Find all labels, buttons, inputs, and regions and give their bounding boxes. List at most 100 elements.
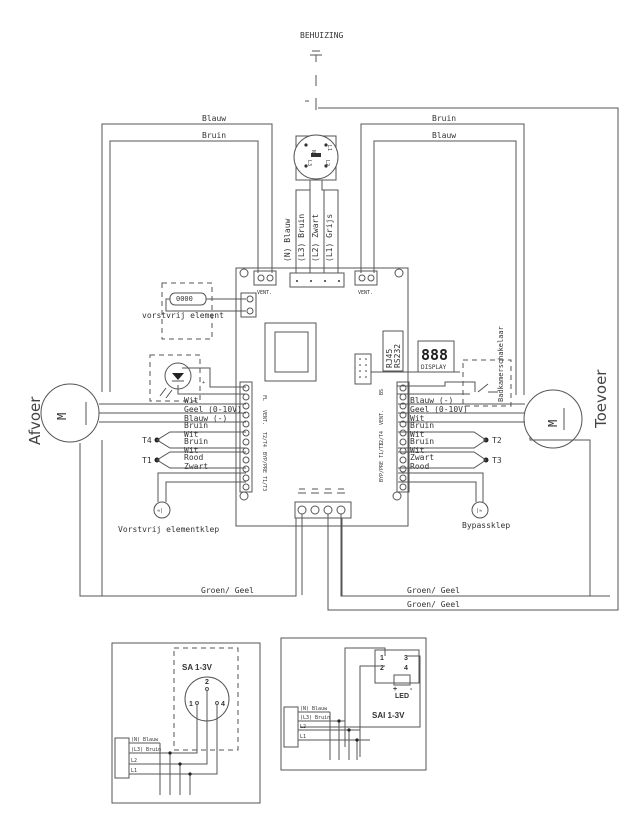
display: 888 DISPLAY [417,340,455,373]
right-wire-label: Rood [410,462,429,471]
sa-pin-2: 2 [205,679,209,686]
mains-wire-l3: (L3) Bruin [297,214,306,262]
fan-left-label: Afvoer [26,396,44,445]
fan-right-label: Toevoer [592,369,610,429]
ground-symbol: BEHUIZING [300,31,344,110]
led-minus: - [202,391,205,397]
sa-wire-n: (N) Blauw [131,737,159,743]
bypass-valve-label: Bypassklep [462,521,510,530]
frost-valve-label: Vorstvrij elementklep [118,525,219,534]
sa-pin-4: 4 [221,701,225,708]
valve-motor-symbol: ≈| [157,508,163,514]
sa-pin-1: 1 [189,701,193,708]
left-terminal-strip [239,381,253,493]
heater-label: vorstvrij element [142,311,224,320]
terminal-screw [242,420,250,428]
sai-pin-3: 3 [404,655,408,662]
rs232-label: RS232 [393,344,402,368]
right-wire-label: Blauw (-) [410,396,453,405]
sensor-t1-label: T1 [142,456,152,465]
vent-right-label: VENT. [358,290,373,296]
terminal-screw [399,456,407,464]
transformer [264,322,317,382]
wire-label-right-blauw: Blauw [432,131,456,140]
mains-connector: N L1 L2 L3 (N) Blauw (L3) Bruin (L2) Zwa… [283,134,339,273]
earth-wire-label-1: Groen/ Geel [201,586,254,595]
right-block-bs: BS [379,389,385,395]
left-wire-label: Bruin [184,421,208,430]
fan-afvoer: M Afvoer [26,383,297,597]
earth-wire-label-2: Groen/ Geel [407,586,460,595]
terminal-screw [399,447,407,455]
terminal-screw [242,393,250,401]
bathroom-switch: Badkamerschakelaar [397,326,512,407]
left-block-t2t4: T2/T4 [261,432,267,447]
sai-wire-n: (N) Blauw [300,706,328,712]
right-wire-label: Wit [410,446,425,455]
mains-wire-n: (N) Blauw [283,218,292,262]
sensor-t2: T2 [398,431,502,449]
pin-n: N [310,150,316,153]
sai-wire-l1: L1 [300,734,306,740]
terminal-screw [242,411,250,419]
sensor-t1: T1 [142,451,246,469]
bypass-valve: |≈ Bypassklep [398,472,510,530]
earth-wires: Groen/ Geel Groen/ Geel Groen/ Geel [101,440,610,611]
right-wire-label: Wit [410,414,425,423]
sai-pin-4: 4 [404,665,408,672]
terminal-screw [242,402,250,410]
sensor-t3: T3 [398,451,502,469]
rj45-rs232-port: RJ45 RS232 [382,330,404,372]
left-wire-label: Blauw (-) [184,414,227,423]
sai-wire-l2: L2 [300,724,306,730]
mains-wire-l2: (L2) Zwart [311,214,320,262]
sa-wire-l2: L2 [131,758,137,764]
ground-label: BEHUIZING [300,31,344,40]
right-terminal-strip [396,381,410,493]
sa-wire-l1: L1 [131,768,137,774]
terminal-screw [399,402,407,410]
sai-led-label: LED [395,693,409,700]
sa-title: SA 1-3V [182,663,213,672]
wire-label-right-bruin: Bruin [432,114,456,123]
terminal-screw [399,438,407,446]
sai-title: SAI 1-3V [372,711,405,720]
left-wire-label: Wit [184,446,199,455]
sensor-t4: T4 [142,431,246,449]
terminal-screw [399,474,407,482]
control-board: VENT. VENT. RJ45 RS232 [235,267,460,527]
terminal-screw [399,465,407,473]
fan-left-symbol: M [55,413,69,420]
pin-l3: L3 [306,160,312,166]
bypass-motor-symbol: |≈ [476,508,482,514]
terminal-screw [399,429,407,437]
terminal-screw [399,393,407,401]
terminal-screw [242,429,250,437]
vent-right-terminal: VENT. [354,270,378,296]
sai-wire-l3: (L3) Bruin [300,715,330,721]
terminal-screw [242,465,250,473]
left-wire-label: Zwart [184,462,208,471]
terminal-screw [399,483,407,491]
sensor-t2-label: T2 [492,436,502,445]
right-block-t2t4: T2/T4 [379,431,385,446]
left-wire-label: Wit [184,396,199,405]
right-wire-label: Bruin [410,437,434,446]
vent-left-label: VENT. [257,290,272,296]
left-wire-label: Rood [184,453,203,462]
terminal-screw [242,474,250,482]
left-wire-label: Bruin [184,437,208,446]
right-wire-label: Zwart [410,453,434,462]
sai-led-plus: + [393,686,397,693]
terminal-screw [399,384,407,392]
frost-valve: ≈| Vorstvrij elementklep [118,472,246,534]
left-block-fl: FL [261,395,267,401]
terminal-screw [242,483,250,491]
terminal-screw [242,384,250,392]
right-signal-wires: Blauw (-)Geel (0-10V)WitBruinWitBruinWit… [398,396,525,471]
bathroom-switch-label: Badkamerschakelaar [497,326,505,402]
right-wire-label: Geel (0-10V) [410,405,468,414]
right-block-byp: BYP/PRE T1/T3 [379,443,385,482]
right-block-vent: VENT. [379,410,385,425]
